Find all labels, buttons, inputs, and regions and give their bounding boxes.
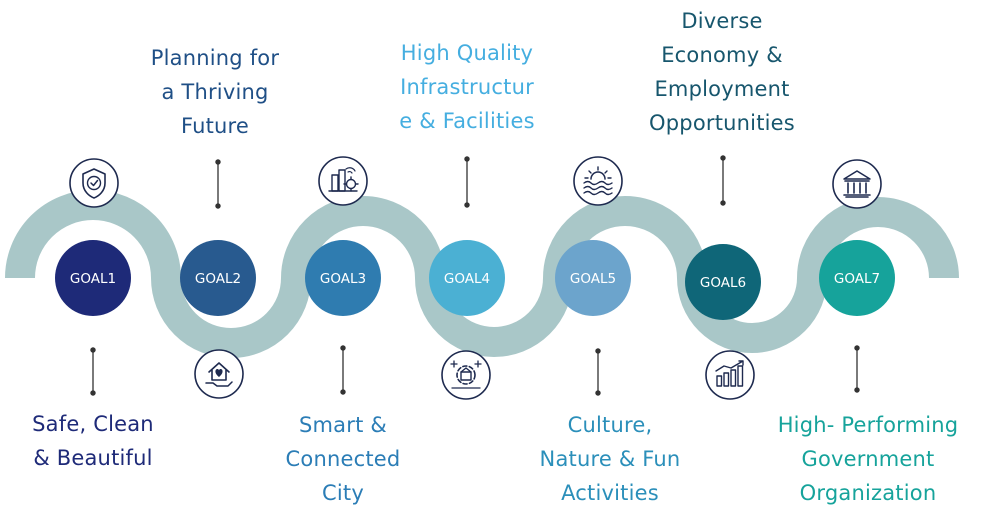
- goal-4-circle: [429, 240, 505, 316]
- goal-2-circle: [180, 240, 256, 316]
- goal-3-circle: [305, 240, 381, 316]
- shield-check-icon: [69, 158, 119, 208]
- goal-5-title-line: Culture,: [567, 413, 653, 437]
- goal-2-title-line: a Thriving: [161, 80, 269, 104]
- goal-7-title-line: High- Performing: [777, 413, 959, 437]
- goal-6-title-line: Employment: [654, 77, 790, 101]
- goal-2-title-line: Future: [180, 114, 250, 138]
- goal-6-circle: [685, 244, 761, 320]
- goal-7-circle: [819, 240, 895, 316]
- sunset-waves-icon: [573, 156, 623, 206]
- goal-6-title-line: Diverse: [681, 9, 763, 33]
- ribbon-path: [5, 190, 959, 358]
- goal-1-label: GOAL1: [70, 271, 116, 287]
- goal-5-title-line: Nature & Fun: [539, 447, 681, 471]
- goal-3-badge: GOAL3: [305, 240, 381, 316]
- goal-3-title-line: City: [322, 481, 364, 505]
- goal-5-circle: [555, 240, 631, 316]
- bar-chart-growth-icon: [705, 350, 755, 400]
- goal-7-title-line: Government: [801, 447, 935, 471]
- goal-7-badge: GOAL7: [819, 240, 895, 316]
- infrastructure-gear-icon: [441, 350, 491, 400]
- home-heart-hand-icon: [194, 349, 244, 399]
- goal-6-title-line: Opportunities: [649, 111, 795, 135]
- goal-6-label: GOAL6: [700, 275, 746, 291]
- goal-3-title-line: Connected: [285, 447, 401, 471]
- goal-2-badge: GOAL2: [180, 240, 256, 316]
- government-building-icon: [832, 159, 882, 209]
- goal-4-label: GOAL4: [444, 271, 490, 287]
- goal-2-title-line: Planning for: [150, 46, 280, 70]
- goal-6-title-line: Economy &: [661, 43, 783, 67]
- goal-1-title-line: Safe, Clean: [32, 412, 154, 436]
- goal-5-label: GOAL5: [570, 271, 616, 287]
- goal-4-title-line: High Quality: [400, 41, 534, 65]
- connector-lines: [90, 155, 860, 396]
- smart-city-icon: [318, 156, 368, 206]
- goal-5-title-line: Activities: [561, 481, 659, 505]
- goal-1-circle: [55, 240, 131, 316]
- goal-1-title-line: & Beautiful: [33, 446, 153, 470]
- goal-5-badge: GOAL5: [555, 240, 631, 316]
- goal-7-title-line: Organization: [799, 481, 937, 505]
- goal-7-label: GOAL7: [834, 271, 880, 287]
- goal-4-title-line: e & Facilities: [399, 109, 535, 133]
- goal-1-badge: GOAL1: [55, 240, 131, 316]
- goal-2-label: GOAL2: [195, 271, 241, 287]
- goal-3-title-line: Smart &: [299, 413, 387, 437]
- goal-4-badge: GOAL4: [429, 240, 505, 316]
- goal-3-label: GOAL3: [320, 271, 366, 287]
- goal-6-badge: GOAL6: [685, 244, 761, 320]
- goal-4-title-line: Infrastructur: [400, 75, 534, 99]
- goal-1-title: Safe, Clean & Beautiful: [8, 407, 178, 475]
